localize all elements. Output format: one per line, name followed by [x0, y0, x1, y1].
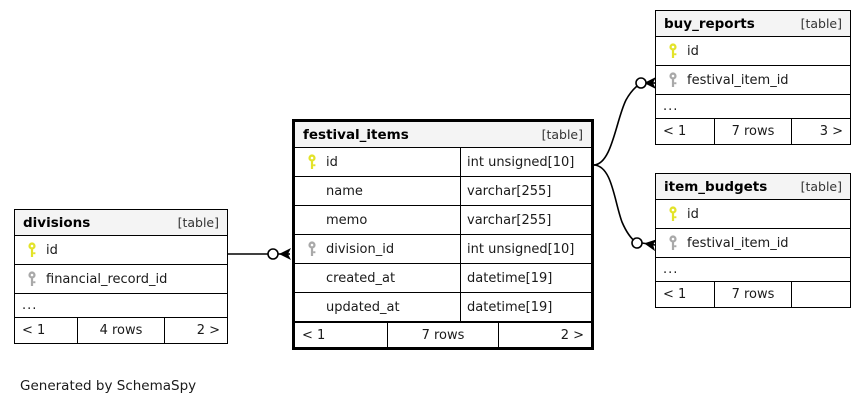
table-row[interactable]: updated_at datetime[19]	[295, 293, 591, 322]
table-row[interactable]: memo varchar[255]	[295, 206, 591, 235]
pager-row-count: 4 rows	[77, 318, 165, 343]
column-label: id	[46, 242, 58, 258]
pager-next-button[interactable]: 3 >	[819, 124, 843, 139]
primary-key-icon	[663, 206, 683, 222]
column-name-cell: division_id	[295, 235, 460, 263]
table-row[interactable]: id	[656, 37, 850, 66]
foreign-key-icon	[302, 241, 322, 257]
column-type: int unsigned[10]	[460, 148, 591, 176]
column-type: varchar[255]	[460, 177, 591, 205]
table-row[interactable]: id int unsigned[10]	[295, 148, 591, 177]
more-columns-indicator: ...	[656, 258, 850, 282]
column-label: memo	[326, 212, 368, 228]
table-pager: < 1 7 rows 2 >	[295, 322, 591, 347]
column-name-cell: id	[656, 200, 850, 228]
table-header: divisions [table]	[15, 210, 227, 236]
column-name-cell: festival_item_id	[656, 66, 850, 94]
pager-next-button[interactable]: 2 >	[560, 327, 584, 343]
pager-next-button[interactable]	[792, 282, 850, 307]
column-label: created_at	[326, 270, 396, 286]
foreign-key-icon	[22, 271, 42, 287]
pager-prev-button[interactable]: < 1	[663, 287, 687, 302]
column-label: financial_record_id	[46, 271, 168, 287]
primary-key-icon	[22, 242, 42, 258]
primary-key-icon	[302, 154, 322, 170]
column-label: division_id	[326, 241, 395, 257]
pager-next-button[interactable]: 2 >	[196, 323, 220, 338]
column-name-cell: memo	[295, 206, 460, 234]
column-name-cell: name	[295, 177, 460, 205]
column-label: id	[687, 43, 699, 59]
pager-prev-button[interactable]: < 1	[663, 124, 687, 139]
column-name-cell: festival_item_id	[656, 229, 850, 257]
column-type: datetime[19]	[460, 264, 591, 292]
table-row[interactable]: id	[15, 236, 227, 265]
table-type-tag: [table]	[541, 127, 583, 142]
pager-prev-button[interactable]: < 1	[302, 327, 326, 343]
table-pager: < 1 7 rows 3 >	[656, 119, 850, 144]
table-header: item_budgets [table]	[656, 174, 850, 200]
edge-divisions-to-festival-items	[228, 248, 291, 260]
more-columns-indicator: ...	[656, 95, 850, 119]
edge-festival-items-to-buy-reports	[593, 77, 656, 166]
table-row[interactable]: created_at datetime[19]	[295, 264, 591, 293]
column-label: id	[687, 206, 699, 222]
table-row[interactable]: festival_item_id	[656, 66, 850, 95]
table-type-tag: [table]	[800, 179, 842, 194]
column-type: datetime[19]	[460, 293, 591, 321]
table-row[interactable]: division_id int unsigned[10]	[295, 235, 591, 264]
table-type-tag: [table]	[177, 215, 219, 230]
column-name-cell: id	[656, 37, 850, 65]
table-pager: < 1 4 rows 2 >	[15, 318, 227, 343]
pager-row-count: 7 rows	[714, 282, 792, 307]
table-pager: < 1 7 rows	[656, 282, 850, 307]
column-label: updated_at	[326, 299, 400, 315]
table-row[interactable]: festival_item_id	[656, 229, 850, 258]
primary-key-icon	[663, 43, 683, 59]
generated-by-caption: Generated by SchemaSpy	[20, 378, 197, 394]
table-header: buy_reports [table]	[656, 11, 850, 37]
table-buy-reports[interactable]: buy_reports [table] id	[655, 10, 851, 145]
table-title: festival_items	[303, 126, 409, 143]
table-row[interactable]: financial_record_id	[15, 265, 227, 294]
edge-festival-items-to-item-budgets	[593, 164, 657, 252]
table-festival-items[interactable]: festival_items [table] id int unsigned[1…	[292, 119, 594, 350]
table-item-budgets[interactable]: item_budgets [table] id	[655, 173, 851, 308]
column-name-cell: updated_at	[295, 293, 460, 321]
column-name-cell: id	[15, 236, 227, 264]
foreign-key-icon	[663, 235, 683, 251]
more-columns-indicator: ...	[15, 294, 227, 318]
table-title: divisions	[23, 214, 91, 231]
column-type: varchar[255]	[460, 206, 591, 234]
column-type: int unsigned[10]	[460, 235, 591, 263]
table-type-tag: [table]	[800, 16, 842, 31]
pager-row-count: 7 rows	[714, 119, 792, 144]
column-label: festival_item_id	[687, 72, 789, 88]
column-name-cell: created_at	[295, 264, 460, 292]
foreign-key-icon	[663, 72, 683, 88]
table-row[interactable]: name varchar[255]	[295, 177, 591, 206]
column-label: id	[326, 154, 338, 170]
table-title: buy_reports	[664, 15, 755, 32]
column-name-cell: financial_record_id	[15, 265, 227, 293]
table-title: item_budgets	[664, 178, 768, 195]
column-label: festival_item_id	[687, 235, 789, 251]
table-divisions[interactable]: divisions [table] id	[14, 209, 228, 344]
column-label: name	[326, 183, 363, 199]
table-header: festival_items [table]	[295, 122, 591, 148]
pager-row-count: 7 rows	[387, 323, 499, 347]
pager-prev-button[interactable]: < 1	[22, 323, 46, 338]
column-name-cell: id	[295, 148, 460, 176]
table-row[interactable]: id	[656, 200, 850, 229]
